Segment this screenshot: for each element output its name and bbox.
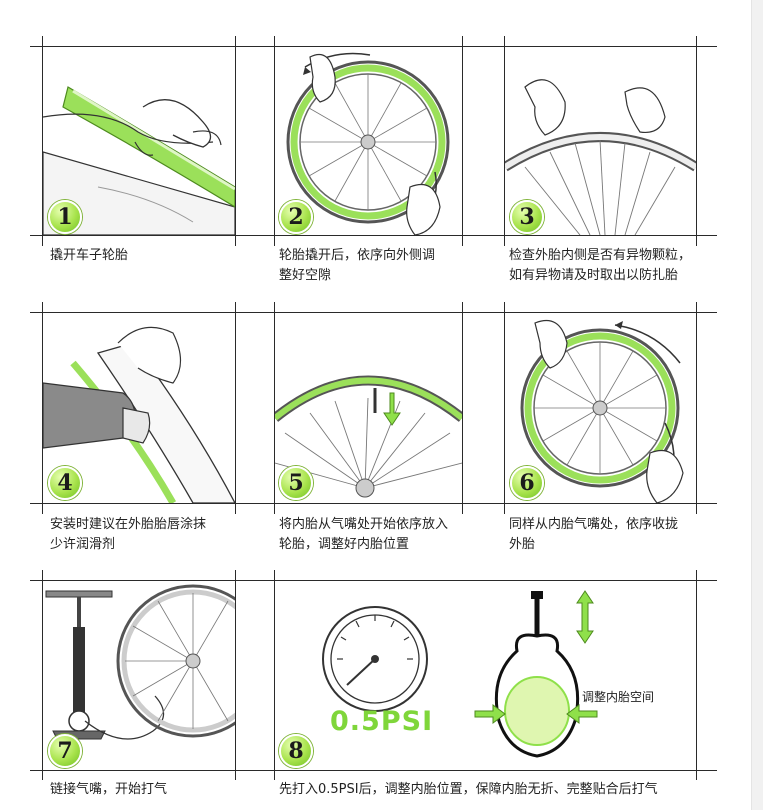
- tube-space-note: 调整内胎空间: [582, 690, 655, 704]
- step-8-badge: 8: [279, 734, 313, 768]
- step-6-caption: 同样从内胎气嘴处，依序收拢 外胎: [509, 517, 679, 552]
- wheel-closing-drawing: [520, 319, 684, 503]
- step-2-illustration: [275, 47, 462, 235]
- row2-bottom-rule: [30, 503, 717, 504]
- step-5-caption: 将内胎从气嘴处开始依序放入 轮胎，调整好内胎位置: [279, 517, 449, 552]
- grid-vline: [504, 36, 505, 246]
- step-2-badge: 2: [279, 200, 313, 234]
- grid-vline: [504, 302, 505, 514]
- page-scrollbar[interactable]: [751, 0, 763, 810]
- row3-top-rule: [30, 580, 717, 581]
- step-3-illustration: [505, 47, 696, 235]
- step-6-illustration: [505, 313, 696, 503]
- grid-vline: [42, 570, 43, 780]
- tire-lever-drawing: [43, 86, 235, 235]
- grid-vline: [696, 570, 697, 780]
- grid-vline: [274, 570, 275, 780]
- grid-vline: [235, 302, 236, 514]
- step-2-caption: 轮胎撬开后，依序向外侧调 整好空隙: [279, 248, 436, 283]
- lubricant-drawing: [43, 326, 235, 503]
- step-7-badge: 7: [48, 734, 82, 768]
- grid-vline: [235, 570, 236, 780]
- step-4-badge: 4: [48, 466, 82, 500]
- step-4-illustration: [43, 313, 235, 503]
- wheel-drawing: [286, 52, 450, 235]
- row2-top-rule: [30, 312, 717, 313]
- grid-vline: [696, 36, 697, 246]
- step-1-badge: 1: [48, 200, 82, 234]
- row1-top-rule: [30, 46, 717, 47]
- step-3-caption: 检查外胎内侧是否有异物颗粒， 如有异物请及时取出以防扎胎: [509, 248, 692, 283]
- row3-bottom-rule: [30, 770, 717, 771]
- step-1-illustration: [43, 47, 235, 235]
- step-8-caption: 先打入0.5PSI后，调整内胎位置，保障内胎无折、完整贴合后打气: [279, 782, 658, 797]
- grid-vline: [462, 302, 463, 514]
- step-5-badge: 5: [279, 466, 313, 500]
- grid-vline: [274, 302, 275, 514]
- pressure-gauge-drawing: [322, 590, 598, 758]
- step-1-caption: 撬开车子轮胎: [50, 248, 129, 263]
- step-3-badge: 3: [510, 200, 544, 234]
- grid-vline: [274, 36, 275, 246]
- grid-vline: [696, 302, 697, 514]
- tire-inspection-drawing: [505, 79, 696, 235]
- step-6-badge: 6: [510, 466, 544, 500]
- grid-vline: [235, 36, 236, 246]
- grid-vline: [42, 36, 43, 246]
- gauge-value-label: 0.5PSI: [330, 706, 434, 737]
- step-8-illustration: [275, 581, 696, 770]
- grid-vline: [462, 36, 463, 246]
- step-7-caption: 链接气嘴，开始打气: [50, 782, 168, 797]
- step-4-caption: 安装时建议在外胎胎唇涂抹 少许润滑剂: [50, 517, 207, 552]
- row1-bottom-rule: [30, 235, 717, 236]
